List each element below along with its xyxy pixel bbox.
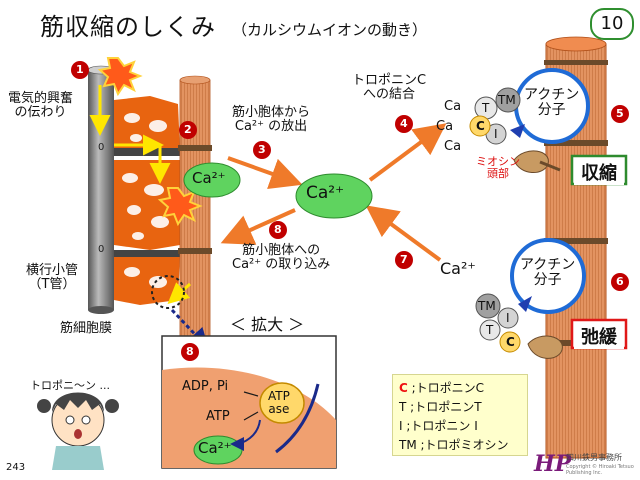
ca-label-left: Ca²⁺ — [192, 169, 226, 187]
zoom-box — [161, 335, 337, 469]
t-tubule-marker-1: 0 — [98, 142, 105, 153]
actin-label-bottom: アクチン 分子 — [520, 257, 576, 289]
step-3: 3 — [258, 143, 266, 156]
page-subtitle: （カルシウムイオンの動き） — [232, 21, 428, 39]
troponin-t-bottom: T — [486, 323, 494, 337]
label-atpase: ATP ase — [268, 389, 290, 417]
troponin-c-top: C — [476, 119, 485, 133]
logo-copyright: Copyright © Hiroaki Tetsuo Publishing In… — [566, 464, 634, 476]
step-7: 7 — [400, 253, 408, 266]
ca-label-right: Ca²⁺ — [440, 259, 476, 278]
step-5: 5 — [616, 107, 624, 120]
label-sr-uptake: 筋小胞体への Ca²⁺ の取り込み — [232, 243, 331, 273]
ca-top-3: Ca — [444, 139, 462, 154]
step-1: 1 — [76, 63, 84, 76]
label-atp: ATP — [206, 409, 230, 424]
zoom-indicator — [151, 275, 210, 350]
label-troponin-binding: トロポニンC への結合 — [352, 73, 427, 103]
label-sr-release: 筋小胞体から Ca²⁺ の放出 — [232, 105, 311, 135]
ca-label-zoom: Ca²⁺ — [198, 439, 232, 457]
actin-bottom — [510, 238, 586, 314]
page-number: 243 — [6, 462, 26, 473]
publisher-logo: HP 四川鉄男事務所 Copyright © Hiroaki Tetsuo Pu… — [534, 450, 638, 478]
ca-bubble-left — [183, 162, 241, 198]
ca-top-1: Ca — [444, 99, 462, 114]
myosin-head-bottom — [527, 335, 563, 359]
label-t-tubule: 横行小管 （T管） — [26, 263, 79, 293]
excitation-burst-top — [97, 57, 143, 97]
step-8a: 8 — [274, 223, 282, 236]
troponin-complex-bottom — [475, 293, 532, 353]
flow-arrows — [220, 123, 447, 262]
ca-top-2: Ca — [436, 119, 454, 134]
step-markers — [71, 61, 629, 361]
slide-number: 10 — [590, 8, 634, 40]
ca-label-center: Ca²⁺ — [306, 183, 345, 203]
tropomyosin-bottom: TM — [478, 299, 496, 313]
myosin-head-label: ミオシン 頭部 — [476, 155, 520, 181]
tropomyosin-top: TM — [498, 93, 516, 107]
troponin-c-bottom: C — [506, 335, 515, 349]
logo-mark: HP — [534, 451, 572, 477]
cartoon-caption: トロポニ〜ン ... — [30, 379, 110, 392]
state-relax: 弛緩 — [574, 323, 624, 349]
troponin-complex-top — [469, 87, 525, 145]
myosin-head-top — [513, 150, 561, 173]
legend-item-c: C ;トロポニンC — [399, 381, 485, 395]
step-6: 6 — [616, 275, 624, 288]
label-sarcolemma: 筋細胞膜 — [60, 321, 113, 336]
state-contract: 収縮 — [574, 159, 624, 185]
cartoon-character — [37, 392, 119, 470]
step-4: 4 — [400, 117, 408, 130]
troponin-t-top: T — [482, 101, 490, 115]
ca-bubble-center — [295, 173, 373, 219]
legend-item-i: I ;トロポニン I — [399, 419, 478, 433]
label-zoom: ＜ 拡大 ＞ — [230, 315, 305, 334]
legend-item-t: T ;トロポニンT — [399, 400, 482, 414]
troponin-i-top: I — [494, 127, 498, 141]
step-8b: 8 — [186, 345, 194, 358]
page-title: 筋収縮のしくみ — [40, 13, 216, 41]
label-electric-excitation: 電気的興奮 の伝わり — [8, 91, 74, 121]
logo-name: 四川鉄男事務所 — [566, 453, 622, 462]
excitation-burst-mid — [157, 187, 203, 227]
excitation-arrows — [89, 85, 191, 304]
legend: C ;トロポニンC T ;トロポニンT I ;トロポニン I TM ;トロポミオ… — [392, 374, 528, 456]
t-tubule-marker-2: 0 — [98, 244, 105, 255]
label-adp-pi: ADP, Pi — [182, 379, 229, 394]
legend-item-tm: TM ;トロポミオシン — [399, 438, 509, 452]
troponin-i-bottom: I — [506, 311, 510, 325]
actin-label-top: アクチン 分子 — [524, 87, 580, 119]
step-2: 2 — [184, 123, 192, 136]
